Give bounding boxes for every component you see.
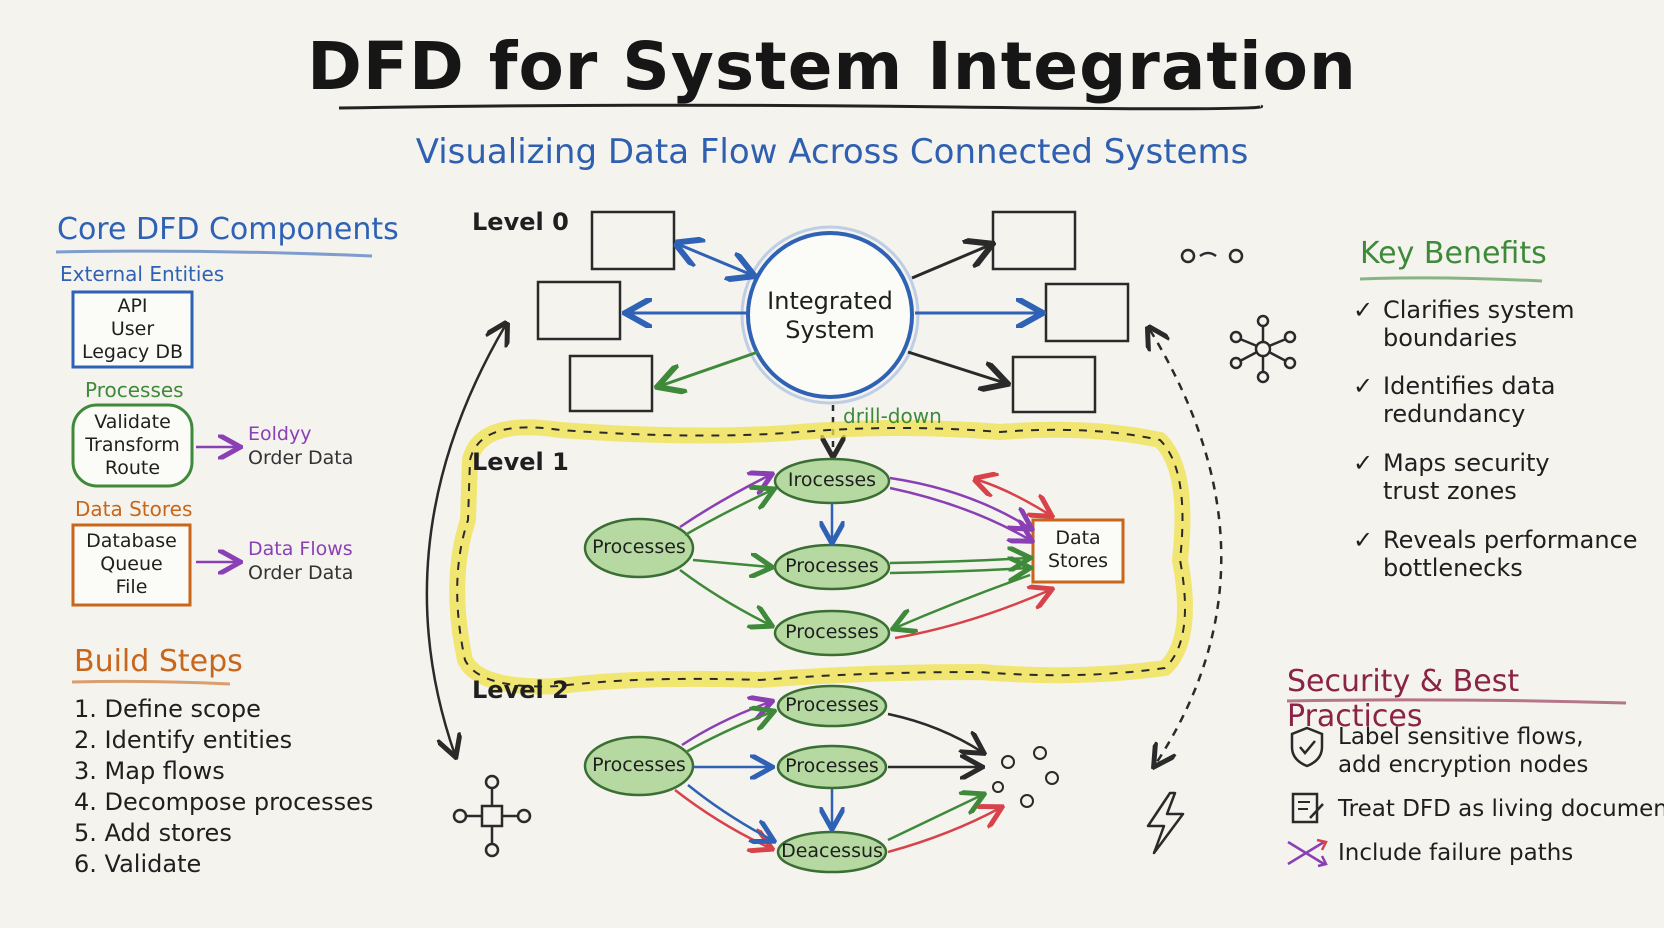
external-entity-item: Legacy DB (81, 341, 184, 363)
processes-label: Processes (85, 378, 184, 402)
external-entities-box (71, 290, 194, 369)
data-stores-label: Data Stores (75, 497, 193, 521)
data-store-list: Database Queue File (76, 530, 187, 599)
security-heading: Security & Best Practices (1287, 664, 1520, 734)
processes-box (71, 403, 194, 488)
benefit-line: redundancy (1383, 400, 1526, 428)
data-stores-box (71, 523, 192, 607)
practice-item: Treat DFD as living document (1338, 795, 1664, 823)
l2-process-bottom: Deacessus (781, 840, 883, 862)
title-underline (338, 103, 1264, 111)
document-edit-icon (1291, 792, 1324, 824)
benefit-line: Reveals performance (1383, 526, 1638, 554)
integrated-system-line: System (785, 316, 875, 344)
practice-line: Label sensitive flows, (1338, 724, 1584, 750)
process-flow-line: Order Data (248, 447, 354, 469)
core-components-heading: Core DFD Components (57, 212, 399, 247)
integrated-system-label: Integrated System (750, 287, 910, 345)
l2-process-mid: Processes (785, 755, 879, 777)
page-subtitle: Visualizing Data Flow Across Connected S… (415, 132, 1249, 172)
l1-data-store-line: Data (1055, 527, 1101, 549)
benefit-line: boundaries (1383, 324, 1518, 352)
crossed-arrows-icon (1287, 838, 1328, 868)
practice-line: add encryption nodes (1338, 752, 1589, 778)
data-store-item: Database (86, 530, 177, 552)
level-2-label: Level 2 (472, 676, 569, 704)
drill-down-label: drill-down (843, 404, 942, 428)
external-entities-label: External Entities (60, 262, 225, 286)
process-flow-label: Eoldyy Order Data (248, 422, 353, 470)
link-icon (1180, 248, 1244, 264)
level-1-label: Level 1 (472, 448, 569, 476)
external-entity-item: User (110, 318, 155, 340)
store-flow-line: Order Data (248, 562, 354, 584)
l2-process-left: Processes (592, 754, 686, 776)
integrated-system-circle (746, 231, 914, 399)
l1-data-store-line: Stores (1047, 550, 1109, 572)
build-steps-list: 1. Define scope 2. Identify entities 3. … (74, 694, 373, 880)
l1-process-bottom: Processes (785, 621, 879, 643)
process-item: Route (104, 457, 161, 479)
build-steps-heading: Build Steps (74, 644, 243, 679)
l1-process-top: Irocesses (787, 469, 877, 491)
external-entity-item: API (117, 295, 148, 317)
build-step: 2. Identify entities (74, 726, 293, 754)
benefit-line: Identifies data (1383, 372, 1556, 400)
lightning-icon (1146, 791, 1185, 855)
practice-item: Include failure paths (1338, 839, 1573, 867)
process-list: Validate Transform Route (76, 411, 189, 480)
benefit-line: Maps security (1383, 449, 1550, 477)
store-flow-label: Data Flows Order Data (248, 537, 353, 585)
process-flow-line: Eoldyy (248, 423, 312, 445)
build-step: 3. Map flows (74, 757, 225, 785)
l2-process-top: Processes (785, 694, 879, 716)
build-step: 1. Define scope (74, 695, 261, 723)
integration-node-icon (452, 774, 532, 858)
practice-line: Treat DFD as living document (1338, 796, 1664, 822)
key-benefits-heading: Key Benefits (1360, 236, 1547, 271)
level-0-label: Level 0 (472, 208, 569, 236)
shield-check-icon (1290, 726, 1324, 768)
integrated-system-line: Integrated (767, 287, 893, 315)
data-store-item: File (115, 576, 148, 598)
l1-data-store: Data Stores (1033, 527, 1123, 573)
benefit-line: bottlenecks (1383, 554, 1523, 582)
build-step: 4. Decompose processes (74, 788, 374, 816)
benefit-line: trust zones (1383, 477, 1517, 505)
process-item: Transform (85, 434, 180, 456)
data-store-item: Queue (100, 553, 163, 575)
benefit-line: Clarifies system (1383, 296, 1575, 324)
page-title: DFD for System Integration (307, 28, 1357, 105)
l1-process-mid: Processes (785, 555, 879, 577)
practice-item: Label sensitive flows, add encryption no… (1338, 723, 1588, 779)
l1-process-left: Processes (592, 536, 686, 558)
store-flow-line: Data Flows (248, 538, 353, 560)
build-step: 6. Validate (74, 850, 202, 878)
practice-line: Include failure paths (1338, 840, 1574, 866)
external-entities-list: API User Legacy DB (76, 295, 189, 364)
build-step: 5. Add stores (74, 819, 232, 847)
process-item: Validate (94, 411, 171, 433)
network-hub-icon (1229, 314, 1297, 384)
